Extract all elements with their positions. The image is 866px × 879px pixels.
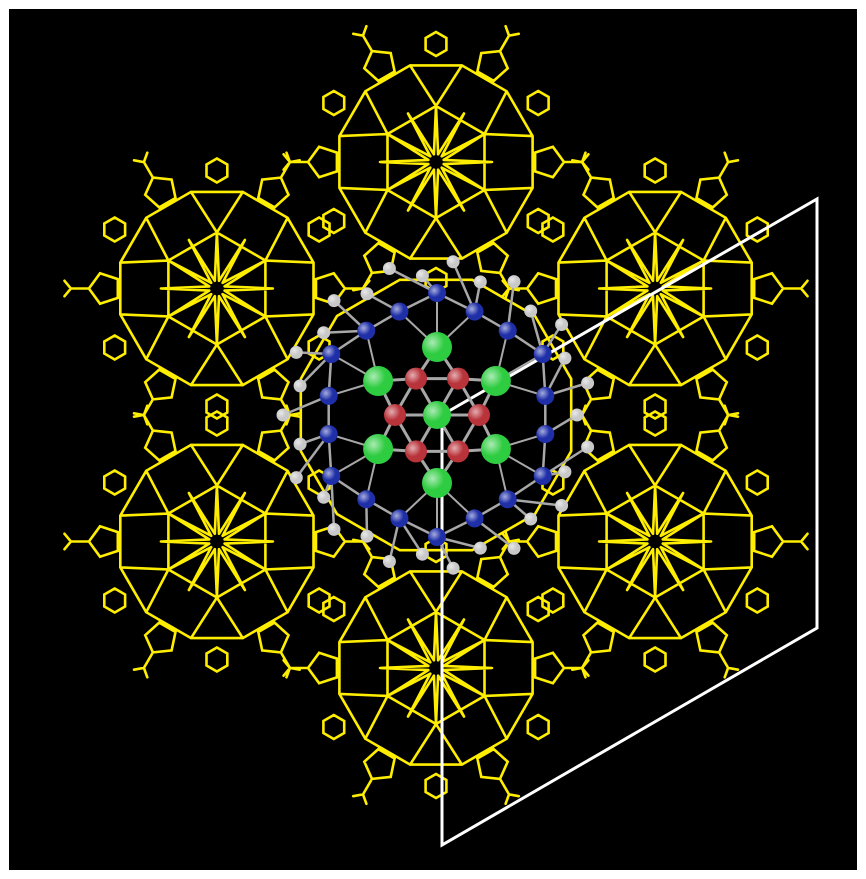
framework-wireframe [63,24,809,806]
atom-blue [390,509,409,528]
atom-blue [322,467,341,485]
atom-green [422,468,452,498]
atom-blue [357,321,376,340]
atom-green [363,434,394,464]
atom-blue [498,490,517,509]
atom-hydrogen [446,561,460,575]
atom-hydrogen [327,522,341,536]
atom-hydrogen [524,304,538,318]
atom-blue [536,386,555,405]
atom-hydrogen [473,541,487,555]
atom-hydrogen [293,437,307,451]
atom-hydrogen [581,440,595,454]
atom-hydrogen [360,529,374,543]
atom-hydrogen [524,512,538,526]
atom-hydrogen [555,499,569,512]
atom-blue [319,386,338,405]
atom-hydrogen [289,345,303,359]
atom-hydrogen [293,379,307,393]
atom-blue [428,284,446,302]
framework-cage [63,151,371,426]
atom-hydrogen [415,547,429,561]
crystal-structure-scene [63,24,819,848]
atom-hydrogen [276,408,290,422]
unit-cell-outline [440,196,819,848]
atom-red [447,440,469,463]
atom-red [384,404,406,426]
atom-hydrogen [415,269,429,283]
framework-cage [282,24,590,300]
atom-hydrogen [289,471,303,485]
framework-inner-ring-path [299,278,573,552]
atom-hydrogen [473,275,487,289]
atom-red [405,367,427,390]
atom-blue [319,425,338,444]
atom-green [363,366,394,396]
atom-red [468,404,490,426]
atom-hydrogen [317,490,331,504]
atom-blue [357,490,376,509]
atom-hydrogen [317,326,331,340]
atom-green [480,434,511,464]
atom-hydrogen [507,541,521,555]
atom-blue [465,509,484,528]
framework-cage [501,151,809,426]
atom-blue [465,302,484,321]
atom-green [422,332,452,362]
framework-cage-path [63,404,371,679]
atom-hydrogen [555,318,569,331]
atom-green [480,366,511,396]
atom-blue [498,321,517,340]
atom-hydrogen [570,408,584,422]
atom-blue [536,425,555,444]
atom-hydrogen [327,294,341,308]
atom-hydrogen [360,287,374,301]
cluster-atoms [276,255,595,575]
atom-blue [322,345,341,363]
atom-blue [428,528,446,546]
atom-hydrogen [382,262,396,275]
atom-hydrogen [507,275,521,289]
framework-inner-ring [299,278,573,552]
bond [451,261,476,313]
atom-hydrogen [382,555,396,568]
atom-hydrogen [446,255,460,269]
atom-hydrogen [558,351,572,365]
atom-blue [533,467,552,485]
atom-red [447,367,469,390]
bond [507,498,562,507]
framework-cage [63,404,371,679]
framework-cage-path [282,24,590,300]
atom-center [423,401,451,429]
bond [295,433,330,479]
atom-blue [533,345,552,363]
atom-blue [390,302,409,321]
framework-cage-path [501,151,809,426]
unit-cell-parallelogram [440,196,819,848]
framework-cage-path [501,404,809,679]
framework-cage-path [282,530,590,806]
framework-cage-path [63,151,371,426]
molecule-viewer[interactable] [9,9,857,870]
atom-red [405,440,427,463]
atom-hydrogen [581,376,595,390]
atom-hydrogen [558,465,572,479]
framework-cage [501,404,809,679]
framework-cage [282,530,590,806]
